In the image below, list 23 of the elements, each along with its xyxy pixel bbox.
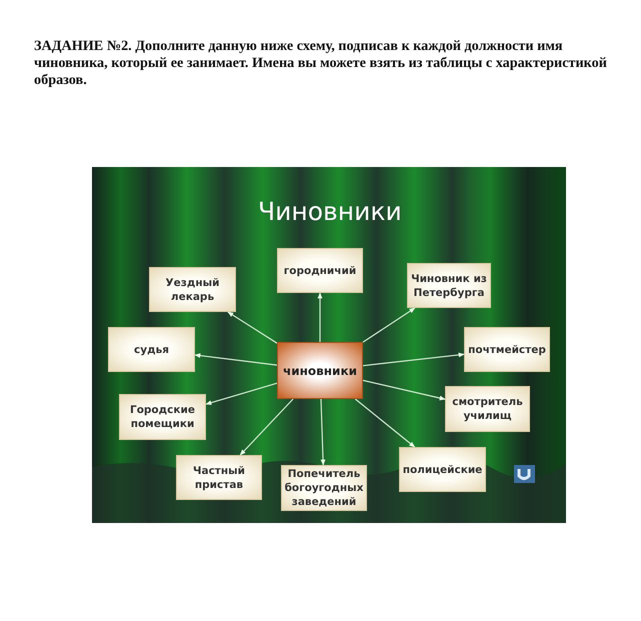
position-box: смотритель училищ (445, 386, 530, 432)
arrow (194, 353, 278, 366)
arrow (205, 382, 278, 405)
arrow (227, 312, 278, 344)
position-box: судья (108, 327, 195, 372)
arrow (318, 292, 322, 342)
position-box: Городские помещики (119, 394, 206, 440)
position-box: городничий (277, 248, 363, 293)
arrow (320, 398, 326, 466)
arrow (362, 308, 416, 343)
position-box: почтмейстер (464, 327, 550, 372)
position-box: Чиновник из Петербурга (407, 263, 491, 308)
arrow (362, 380, 446, 400)
position-box: полицейские (399, 447, 486, 492)
task-instructions: ЗАДАНИЕ №2. Дополните данную ниже схему, подписав к каждой должности имя чиновника, который ее занимает. Имена вы можете взять из таблицы с характеристикой образов. (34, 38, 608, 89)
position-box: Уездный лекарь (149, 267, 236, 312)
position-box: Попечитель богоугодных заведений (281, 465, 367, 511)
central-box: чиновники (277, 342, 363, 399)
slide-title: Чиновники (258, 197, 402, 226)
arrow (354, 398, 416, 448)
arrow (240, 398, 294, 456)
arrow (362, 352, 465, 366)
position-box: Частный пристав (176, 455, 262, 500)
